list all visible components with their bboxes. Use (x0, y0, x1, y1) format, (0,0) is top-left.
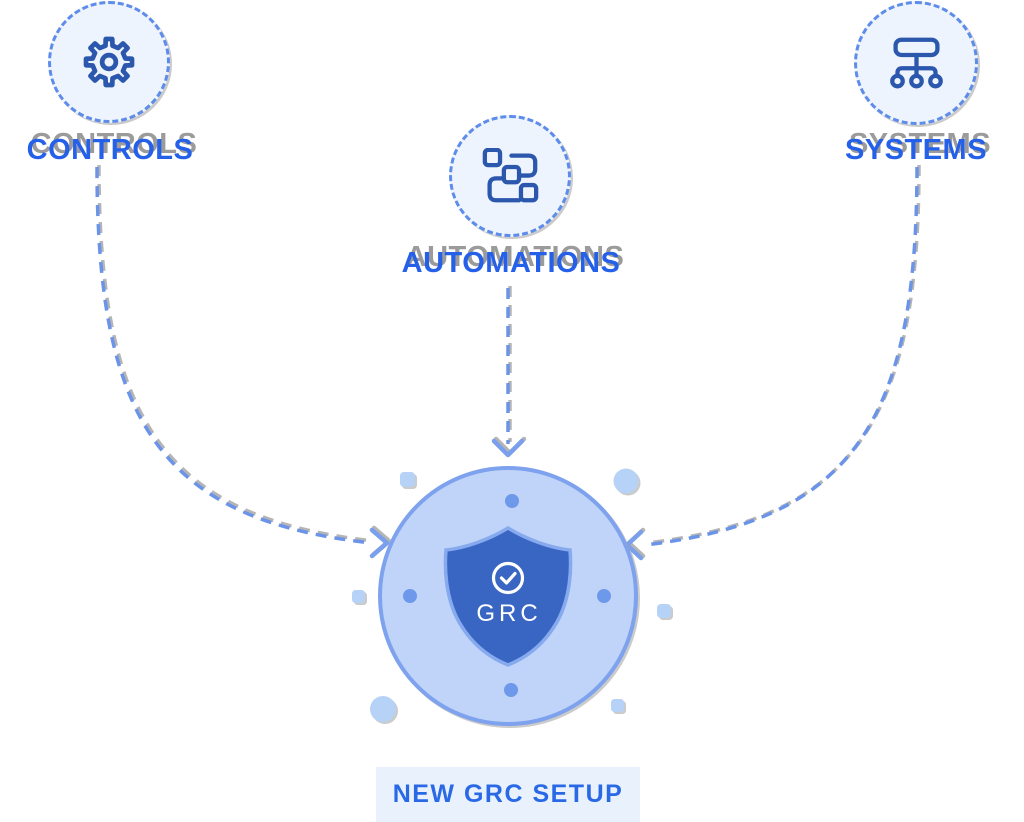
footer-badge-label: NEW GRC SETUP (392, 780, 624, 808)
node-automations (449, 115, 571, 237)
node-label-systems: SYSTEMS (844, 134, 988, 166)
node-controls (48, 1, 170, 123)
decor-square (400, 472, 415, 487)
hub-inner-dots (403, 494, 611, 697)
hub-dot (597, 589, 611, 603)
connector-lines (95, 166, 919, 547)
hub-decorations (352, 468, 671, 722)
decor-circle (613, 468, 639, 494)
hub-dot (403, 589, 417, 603)
node-label-controls: CONTROLS (26, 134, 194, 166)
gear-icon (83, 36, 135, 88)
footer-badge: NEW GRC SETUP (376, 767, 640, 822)
node-label-automations: AUTOMATIONS (401, 247, 621, 279)
decor-circle (370, 696, 396, 722)
shield-icon (443, 525, 573, 667)
connector-controls-to-hub (95, 166, 373, 545)
connector-systems-to-hub (644, 166, 919, 547)
hub-dot (505, 494, 519, 508)
node-systems (854, 1, 978, 125)
arrowhead-right-icon (369, 527, 390, 559)
hub-label: GRC (476, 600, 541, 627)
decor-square (657, 604, 671, 618)
decor-square (352, 590, 365, 603)
arrowhead-down-icon (491, 438, 525, 458)
hub-node: GRC (378, 466, 638, 726)
hub-dot (504, 683, 518, 697)
workflow-icon (482, 147, 538, 202)
decor-square (611, 699, 624, 712)
sitemap-icon (889, 37, 943, 88)
check-circle-icon (491, 561, 525, 595)
